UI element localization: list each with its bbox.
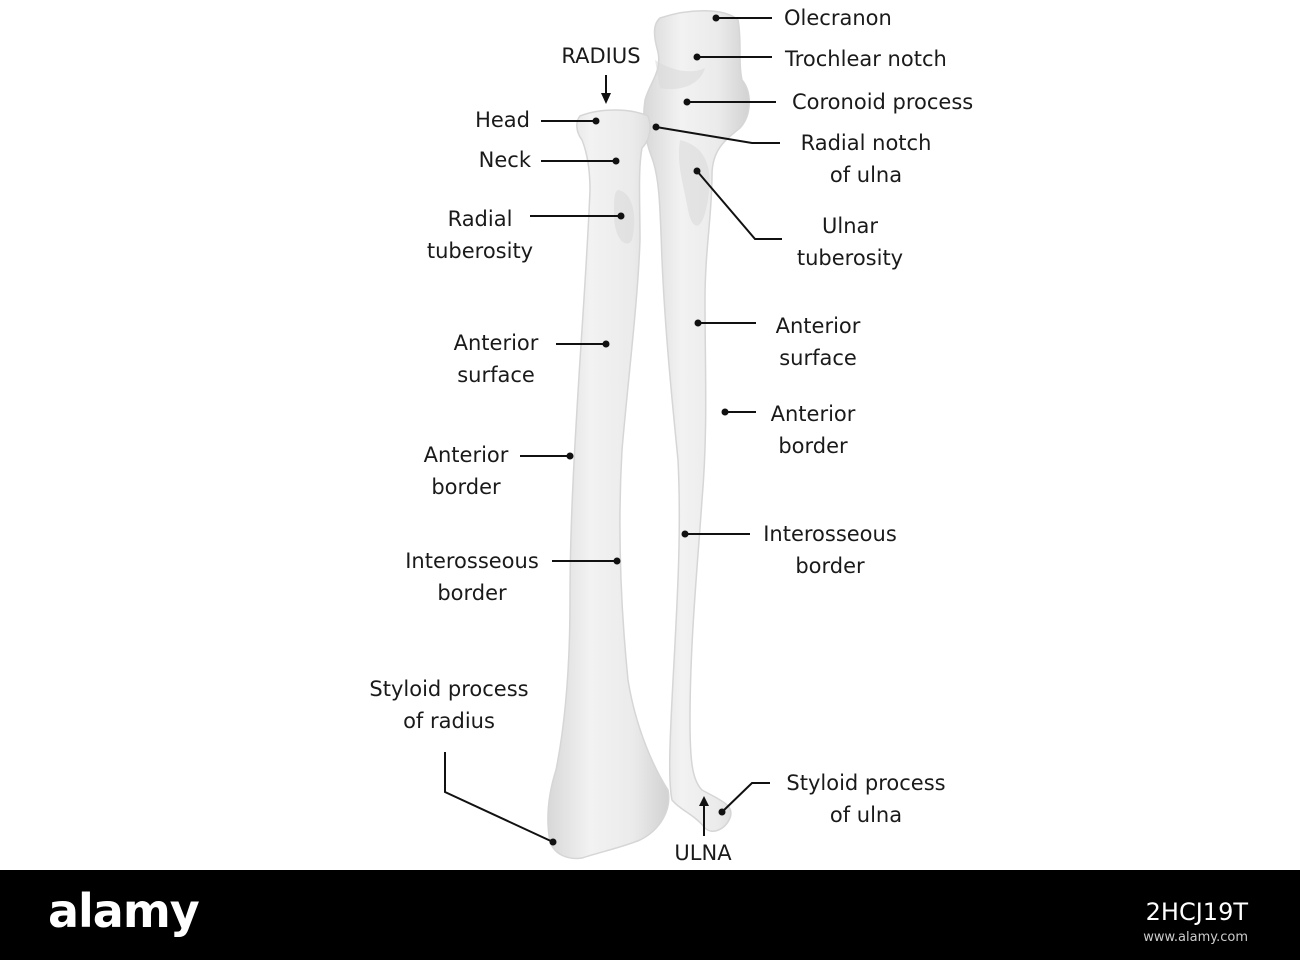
- svg-text:border: border: [795, 554, 865, 578]
- forearm-bones-diagram: RADIUS ULNA Olecranon Trochlear notch Co…: [369, 6, 973, 865]
- label-radial-notch: Radial notch of ulna: [652, 123, 932, 187]
- svg-text:surface: surface: [457, 363, 535, 387]
- svg-text:Olecranon: Olecranon: [784, 6, 892, 30]
- label-trochlear-notch: Trochlear notch: [693, 47, 947, 71]
- radius-arrowhead: [601, 93, 611, 104]
- svg-text:Trochlear notch: Trochlear notch: [784, 47, 947, 71]
- svg-text:Styloid process: Styloid process: [786, 771, 945, 795]
- label-radius-anterior-border: Anterior border: [424, 443, 574, 499]
- label-radius-anterior-surface: Anterior surface: [454, 331, 610, 387]
- svg-text:tuberosity: tuberosity: [797, 246, 903, 270]
- svg-text:Head: Head: [475, 108, 530, 132]
- svg-text:Anterior: Anterior: [424, 443, 509, 467]
- svg-text:of ulna: of ulna: [830, 803, 902, 827]
- image-id: 2HCJ19T: [1145, 898, 1248, 926]
- svg-text:Anterior: Anterior: [454, 331, 539, 355]
- label-ulna-interosseous-border: Interosseous border: [681, 522, 897, 578]
- label-radius-interosseous-border: Interosseous border: [405, 549, 621, 605]
- image-reference: 2HCJ19T www.alamy.com: [1143, 898, 1248, 945]
- svg-text:Anterior: Anterior: [776, 314, 861, 338]
- svg-text:Interosseous: Interosseous: [763, 522, 897, 546]
- ulna-title: ULNA: [674, 841, 732, 865]
- svg-text:Interosseous: Interosseous: [405, 549, 539, 573]
- svg-text:Radial notch: Radial notch: [801, 131, 932, 155]
- ulna-arrowhead: [699, 796, 709, 806]
- label-ulna-anterior-border: Anterior border: [721, 402, 856, 458]
- label-olecranon: Olecranon: [712, 6, 892, 30]
- site-url: www.alamy.com: [1143, 930, 1248, 945]
- svg-text:Neck: Neck: [479, 148, 532, 172]
- svg-text:tuberosity: tuberosity: [427, 239, 533, 263]
- svg-text:Coronoid process: Coronoid process: [792, 90, 973, 114]
- label-neck: Neck: [479, 148, 620, 172]
- label-radial-tuberosity: Radial tuberosity: [427, 207, 625, 263]
- alamy-logo: alamy: [48, 884, 200, 938]
- svg-text:of radius: of radius: [403, 709, 495, 733]
- svg-text:Ulnar: Ulnar: [822, 214, 878, 238]
- label-head: Head: [475, 108, 600, 132]
- radius-bone: [547, 109, 670, 860]
- label-styloid-radius: Styloid process of radius: [369, 677, 557, 846]
- svg-text:Anterior: Anterior: [771, 402, 856, 426]
- label-styloid-ulna: Styloid process of ulna: [718, 771, 946, 827]
- svg-text:border: border: [778, 434, 848, 458]
- svg-text:border: border: [431, 475, 501, 499]
- svg-text:Styloid process: Styloid process: [369, 677, 528, 701]
- svg-text:Radial: Radial: [448, 207, 513, 231]
- label-ulna-anterior-surface: Anterior surface: [694, 314, 861, 370]
- radius-title: RADIUS: [561, 44, 640, 68]
- label-ulnar-tuberosity: Ulnar tuberosity: [693, 167, 903, 270]
- ulna-bone: [643, 10, 750, 832]
- svg-text:border: border: [437, 581, 507, 605]
- stock-footer-bar: alamy 2HCJ19T www.alamy.com: [0, 870, 1300, 960]
- svg-text:of ulna: of ulna: [830, 163, 902, 187]
- svg-text:surface: surface: [779, 346, 857, 370]
- label-coronoid-process: Coronoid process: [683, 90, 973, 114]
